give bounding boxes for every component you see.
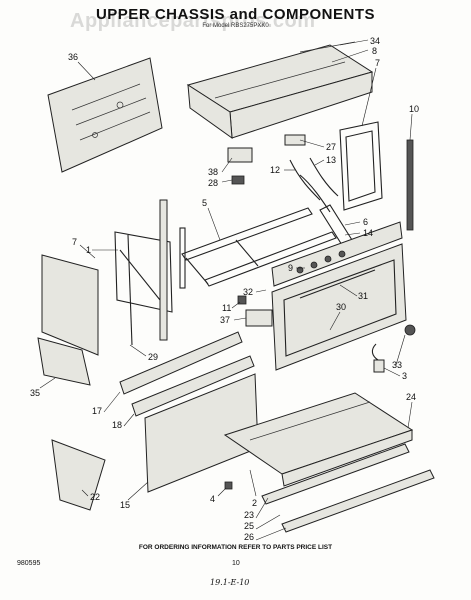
vertical-posts	[159, 199, 186, 341]
part-26-front-trim	[281, 469, 435, 533]
callout-7a: 7	[375, 58, 380, 68]
callout-36: 36	[68, 52, 78, 62]
part-36-rear-panel	[47, 57, 163, 173]
callout-11: 11	[222, 303, 231, 313]
callout-25: 25	[244, 521, 254, 531]
front-control-panel	[271, 221, 403, 287]
callout-10: 10	[409, 104, 419, 114]
part-33-connector	[371, 324, 416, 373]
part-1-left-side	[41, 231, 173, 356]
callout-28: 28	[208, 178, 218, 188]
part-18-trim	[131, 355, 255, 417]
leader-lines	[39, 39, 413, 541]
callout-labels: 36 34 8 7 10 27 13 12 38 28 5 6 14 7 1 9…	[30, 36, 419, 542]
part-25-rail	[261, 443, 410, 505]
callout-3: 3	[402, 371, 407, 381]
callout-5: 5	[202, 198, 207, 208]
callout-29: 29	[148, 352, 158, 362]
part-35-lower-panel	[37, 337, 91, 386]
callout-12: 12	[270, 165, 280, 175]
callout-9: 9	[288, 263, 293, 273]
callout-30: 30	[336, 302, 346, 312]
callout-32: 32	[243, 287, 253, 297]
document-number: 980595	[17, 560, 41, 567]
callout-6: 6	[363, 217, 368, 227]
small-components	[227, 134, 339, 213]
callout-1: 1	[86, 245, 91, 255]
callout-2: 2	[252, 498, 257, 508]
callout-33: 33	[392, 360, 402, 370]
callout-15: 15	[120, 500, 130, 510]
page-number: 10	[232, 560, 240, 567]
part-30-window-frame	[271, 243, 407, 371]
callout-27: 27	[326, 142, 336, 152]
ordering-note: FOR ORDERING INFORMATION REFER TO PARTS …	[138, 544, 333, 551]
callout-37: 37	[220, 315, 230, 325]
callout-35: 35	[30, 388, 40, 398]
callout-23: 23	[244, 510, 254, 520]
part-10-trim-strip	[406, 139, 414, 231]
part-37-switch-block	[237, 295, 273, 327]
callout-17: 17	[92, 406, 102, 416]
part-17-trim	[119, 331, 243, 395]
part-23-base-tray	[223, 392, 414, 487]
callout-18: 18	[112, 420, 122, 430]
watermark: Appliancepartspros.com	[70, 10, 316, 32]
part-7-side-frame-right	[339, 121, 383, 211]
callout-31: 31	[358, 291, 368, 301]
part-8-top-cover	[186, 41, 374, 140]
handwritten-note: 19.1-E-10	[210, 578, 250, 587]
callout-22: 22	[90, 492, 100, 502]
callout-7b: 7	[72, 237, 77, 247]
callout-38: 38	[208, 167, 218, 177]
callout-13: 13	[326, 155, 336, 165]
part-22-bracket	[51, 439, 106, 511]
callout-24: 24	[406, 392, 416, 402]
part-5-support-rails	[181, 207, 337, 287]
part-6-brace	[319, 204, 353, 246]
callout-34: 34	[370, 36, 380, 46]
part-4-screw	[224, 481, 233, 490]
callout-14: 14	[363, 228, 373, 238]
callout-26: 26	[244, 532, 254, 542]
callout-8: 8	[372, 46, 377, 56]
model-line: For Model RBS275PXK0	[202, 23, 269, 29]
page-title: UPPER CHASSIS and COMPONENTS	[95, 6, 376, 23]
callout-4: 4	[210, 494, 215, 504]
